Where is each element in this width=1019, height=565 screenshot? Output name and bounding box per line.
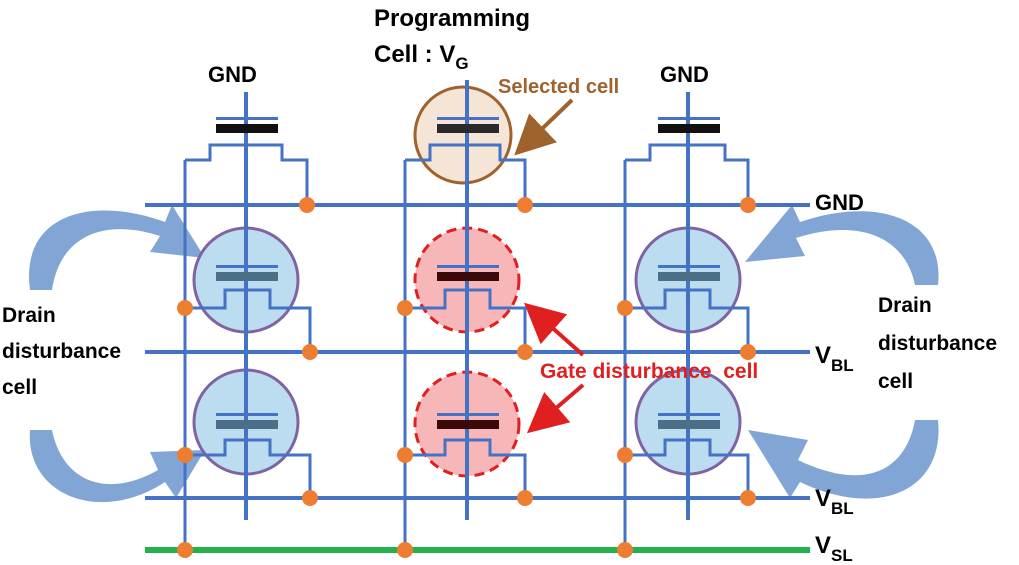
gate-arrow-down — [526, 383, 585, 434]
curved-arrow-left-bottom — [29, 430, 206, 503]
curved-arrow-right-top — [745, 205, 939, 285]
label-programming-cell-sub: G — [455, 54, 468, 73]
label-gnd-top-left: GND — [208, 62, 257, 87]
drain-left-line2: disturbance — [2, 340, 121, 363]
label-vbl-1-main: V — [815, 342, 831, 369]
label-gnd-row: GND — [815, 190, 864, 215]
drain-right-line1: Drain — [878, 294, 932, 317]
drain-right-line3: cell — [878, 370, 913, 393]
selected-cell-circle — [413, 85, 513, 185]
label-programming-cell: Cell : VG — [374, 41, 469, 73]
gate-arrow-up — [524, 302, 585, 357]
gate-bars — [216, 117, 720, 429]
label-drain-left: Drain disturbance cell — [2, 304, 121, 399]
label-vsl: VSL — [815, 532, 853, 565]
selected-cell-arrow — [514, 98, 574, 156]
drain-disturbance-arrows — [29, 205, 939, 503]
bit-lines — [183, 143, 750, 552]
label-vbl-1-sub: BL — [831, 356, 854, 375]
label-vbl-2: VBL — [815, 485, 854, 518]
label-gate-disturbance: Gate disturbance cell — [540, 360, 758, 383]
label-programming-cell-main: Cell : V — [374, 41, 455, 68]
curved-arrow-left-top — [29, 205, 205, 290]
drain-right-line2: disturbance — [878, 332, 997, 355]
label-vbl-1: VBL — [815, 342, 854, 375]
curved-arrow-right-bottom — [748, 420, 939, 499]
drain-left-line3: cell — [2, 376, 37, 399]
nodes — [177, 197, 756, 558]
label-vsl-sub: SL — [831, 546, 853, 565]
label-drain-right: Drain disturbance cell — [878, 294, 997, 393]
drain-left-line1: Drain — [2, 304, 56, 327]
label-vbl-2-main: V — [815, 485, 831, 512]
label-gnd-top-right: GND — [660, 62, 709, 87]
label-vsl-main: V — [815, 532, 831, 559]
wires — [145, 80, 810, 520]
label-selected-cell: Selected cell — [498, 76, 619, 98]
label-vbl-2-sub: BL — [831, 499, 854, 518]
label-programming: Programming — [374, 5, 530, 32]
